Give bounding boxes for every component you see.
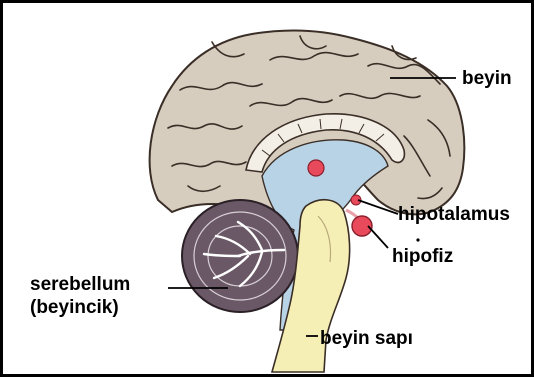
dot-marker — [416, 238, 419, 241]
label-brain: beyin — [462, 68, 512, 89]
label-pituitary: hipofiz — [392, 246, 453, 267]
label-hypothalamus: hipotalamus — [398, 204, 510, 225]
label-cerebellum-line2: (beyincik) — [30, 297, 119, 318]
cerebellum — [182, 200, 298, 312]
label-brainstem: beyin sapı — [320, 328, 413, 349]
label-cerebellum-line1: serebellum — [30, 274, 130, 295]
